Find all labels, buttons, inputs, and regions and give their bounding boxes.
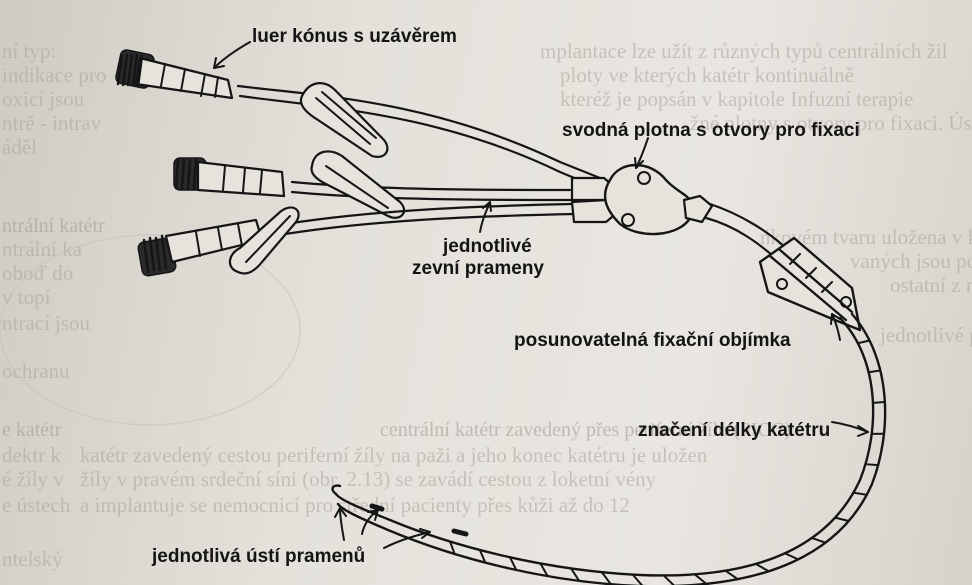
limb-2: [174, 151, 572, 217]
length-mark-tick: [873, 402, 885, 403]
length-mark-tick: [858, 341, 870, 344]
bg-main-1: ploty ve kterých katétr kontinuálně: [560, 63, 854, 87]
bg-left-12: dektr k: [2, 443, 61, 467]
bg-left-7: oboď do: [2, 261, 73, 285]
length-mark-tick: [756, 564, 769, 571]
label-lumen-ports: jednotlivá ústí pramenů: [152, 546, 365, 568]
bg-left-0: ní typ:: [2, 39, 56, 63]
bg-left-14: e ústech: [2, 493, 71, 517]
length-mark-tick: [812, 538, 826, 543]
label-manifold-plate: svodná plotna s otvory pro fixaci: [562, 120, 860, 142]
label-luer-cone: luer kónus s uzávěrem: [252, 26, 457, 48]
length-mark-tick: [865, 464, 878, 465]
bg-left-3: ntrě - intrav: [2, 111, 102, 135]
label-limbs-line2: zevní prameny: [412, 258, 544, 280]
arrow-luer: [214, 42, 250, 68]
length-mark-tick: [835, 518, 849, 521]
sliding-fixation-clamp: [760, 238, 860, 330]
bg-main-2: kteréž je popsán v kapitole Infuzní tera…: [560, 87, 913, 111]
arrow-plate: [636, 138, 648, 168]
bg-left-13: é žíly v: [2, 467, 64, 491]
bg-left-11: e katétr: [2, 419, 62, 441]
length-mark-tick: [853, 493, 866, 495]
bg-left-2: oxicí jsou: [2, 87, 85, 111]
length-mark-tick: [725, 571, 737, 580]
bg-left-9: ntrací jsou: [2, 311, 91, 335]
bg-main-7: jednotlivé prameny katétru po určitou do…: [879, 323, 972, 347]
clamp-1: [301, 83, 388, 157]
port-mark-1: [372, 506, 382, 509]
arrow-marks: [832, 422, 868, 432]
length-mark-tick: [869, 370, 881, 372]
bg-main-6: ostatní z nich je chráněna hadičkou lume…: [890, 273, 972, 297]
bg-left-15: ntelský: [2, 547, 63, 571]
label-length-marks: značení délky katétru: [638, 420, 830, 442]
bg-main-9: katétr zavedený cestou periferní žíly na…: [80, 443, 708, 467]
arrow-port-3: [384, 532, 430, 548]
bg-main-5: vaných jsou podle typu a délky katétru v: [850, 249, 972, 273]
length-mark-tick: [664, 575, 675, 585]
label-sliding-clamp: posunovatelná fixační objímka: [514, 330, 791, 352]
length-mark-tick: [785, 553, 798, 559]
clamp-2: [312, 151, 405, 217]
bg-left-4: áděl: [2, 135, 37, 159]
label-limbs-line1: jednotlivé: [443, 236, 532, 258]
bg-left-10: ochranu: [2, 359, 70, 383]
bg-main-10: žíly v pravém srdeční síni (obr. 2.13) s…: [80, 467, 657, 491]
port-mark-2: [454, 531, 466, 534]
length-mark-tick: [695, 574, 707, 584]
bg-left-1: indikace pro: [2, 63, 106, 87]
bg-main-0: mplantace lze užít z různých typů centrá…: [540, 39, 948, 63]
bg-left-5: ntrální katétr: [2, 215, 105, 237]
